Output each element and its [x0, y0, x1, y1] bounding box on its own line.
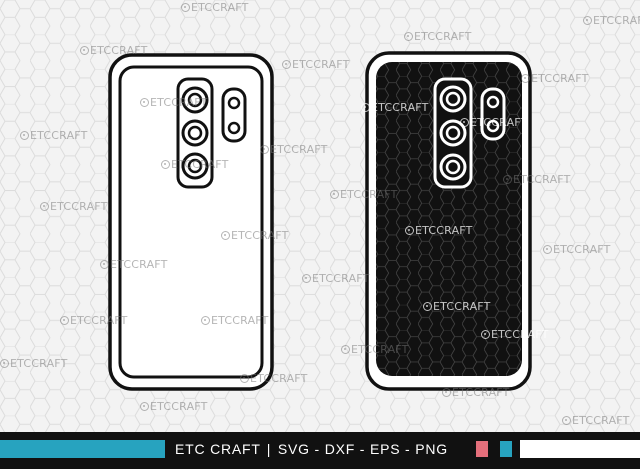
footer-caption: ETC CRAFT | SVG - DXF - EPS - PNG — [175, 441, 448, 458]
footer-accent-bar-left — [0, 440, 165, 458]
footer-brand: ETC CRAFT — [175, 441, 261, 457]
footer-accent-square-pink — [476, 441, 488, 457]
phone-case-solid — [365, 51, 532, 391]
phone-case-outline — [108, 53, 274, 391]
footer-bar: ETC CRAFT | SVG - DXF - EPS - PNG — [0, 432, 640, 469]
footer-formats: SVG - DXF - EPS - PNG — [277, 441, 448, 457]
footer-accent-square-blue — [500, 441, 512, 457]
footer-separator: | — [266, 441, 272, 457]
footer-accent-bar-right — [520, 440, 640, 458]
